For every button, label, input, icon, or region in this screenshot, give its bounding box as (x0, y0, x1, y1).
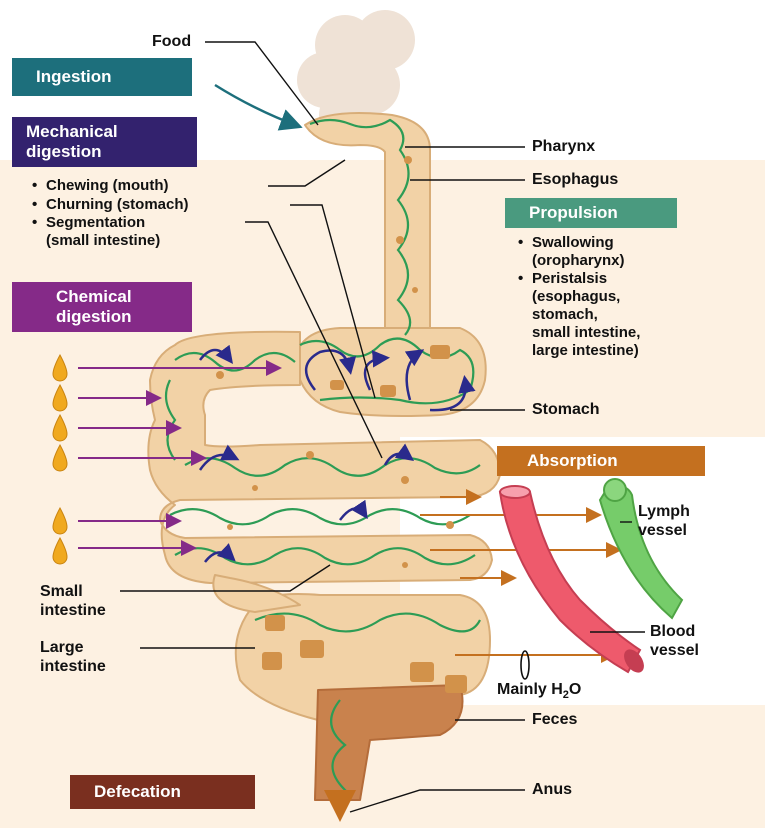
label-food: Food (152, 32, 191, 51)
label-large-intestine-line2: intestine (40, 657, 106, 676)
label-blood-vessel: Blood vessel (650, 622, 699, 660)
mechanical-item-churning: •Churning (stomach) (32, 196, 189, 214)
label-small-intestine-line1: Small (40, 582, 106, 601)
stage-ingestion: Ingestion (12, 58, 192, 96)
label-pharynx: Pharynx (532, 137, 595, 156)
stage-chemical-line1: Chemical (56, 287, 192, 307)
label-lymph-vessel: Lymph vessel (638, 502, 690, 540)
label-large-intestine-line1: Large (40, 638, 106, 657)
propulsion-detail-esophagus: (esophagus, (532, 288, 620, 306)
stage-defecation: Defecation (70, 775, 255, 809)
digestive-tract (148, 113, 500, 800)
propulsion-item-swallowing-detail: (oropharynx) (532, 252, 625, 270)
stage-chemical-line2: digestion (56, 307, 192, 327)
stage-mechanical-digestion: Mechanical digestion (12, 117, 197, 167)
mechanical-item-chewing: •Chewing (mouth) (32, 177, 168, 195)
label-feces: Feces (532, 710, 577, 729)
label-blood-vessel-line2: vessel (650, 641, 699, 660)
stage-absorption: Absorption (497, 446, 705, 476)
mechanical-item-churning-text: Churning (stomach) (46, 196, 189, 213)
mechanical-item-segmentation: •Segmentation (32, 214, 145, 232)
bullet: • (32, 214, 46, 232)
bullet: • (518, 270, 532, 288)
label-lymph-vessel-line1: Lymph (638, 502, 690, 521)
enzyme-drops (35, 300, 67, 564)
stage-mechanical-line1: Mechanical (26, 122, 197, 142)
label-lymph-vessel-line2: vessel (638, 521, 690, 540)
bullet: • (32, 177, 46, 195)
propulsion-item-peristalsis-text: Peristalsis (532, 270, 607, 287)
label-stomach: Stomach (532, 400, 600, 419)
stage-mechanical-line2: digestion (26, 142, 197, 162)
label-blood-vessel-line1: Blood (650, 622, 699, 641)
label-small-intestine-line2: intestine (40, 601, 106, 620)
propulsion-item-peristalsis: •Peristalsis (518, 270, 607, 288)
propulsion-item-swallowing-text: Swallowing (532, 234, 614, 251)
stage-propulsion: Propulsion (505, 198, 677, 228)
label-mainly-water-prefix: Mainly H (497, 681, 563, 698)
stage-chemical-digestion: Chemical digestion (12, 282, 192, 332)
label-anus: Anus (532, 780, 572, 799)
propulsion-detail-large-intestine: large intestine) (532, 342, 639, 360)
label-esophagus: Esophagus (532, 170, 618, 189)
label-large-intestine: Large intestine (40, 638, 106, 676)
propulsion-item-swallowing: •Swallowing (518, 234, 614, 252)
mechanical-item-segmentation-detail: (small intestine) (46, 232, 160, 250)
bullet: • (32, 196, 46, 214)
mechanical-item-chewing-text: Chewing (mouth) (46, 177, 168, 194)
mechanical-item-segmentation-text: Segmentation (46, 214, 145, 231)
label-mainly-water-suffix: O (569, 681, 581, 698)
bullet: • (518, 234, 532, 252)
label-small-intestine: Small intestine (40, 582, 106, 620)
propulsion-detail-stomach: stomach, (532, 306, 598, 324)
propulsion-detail-small-intestine: small intestine, (532, 324, 640, 342)
label-mainly-water: Mainly H2O (497, 680, 581, 705)
